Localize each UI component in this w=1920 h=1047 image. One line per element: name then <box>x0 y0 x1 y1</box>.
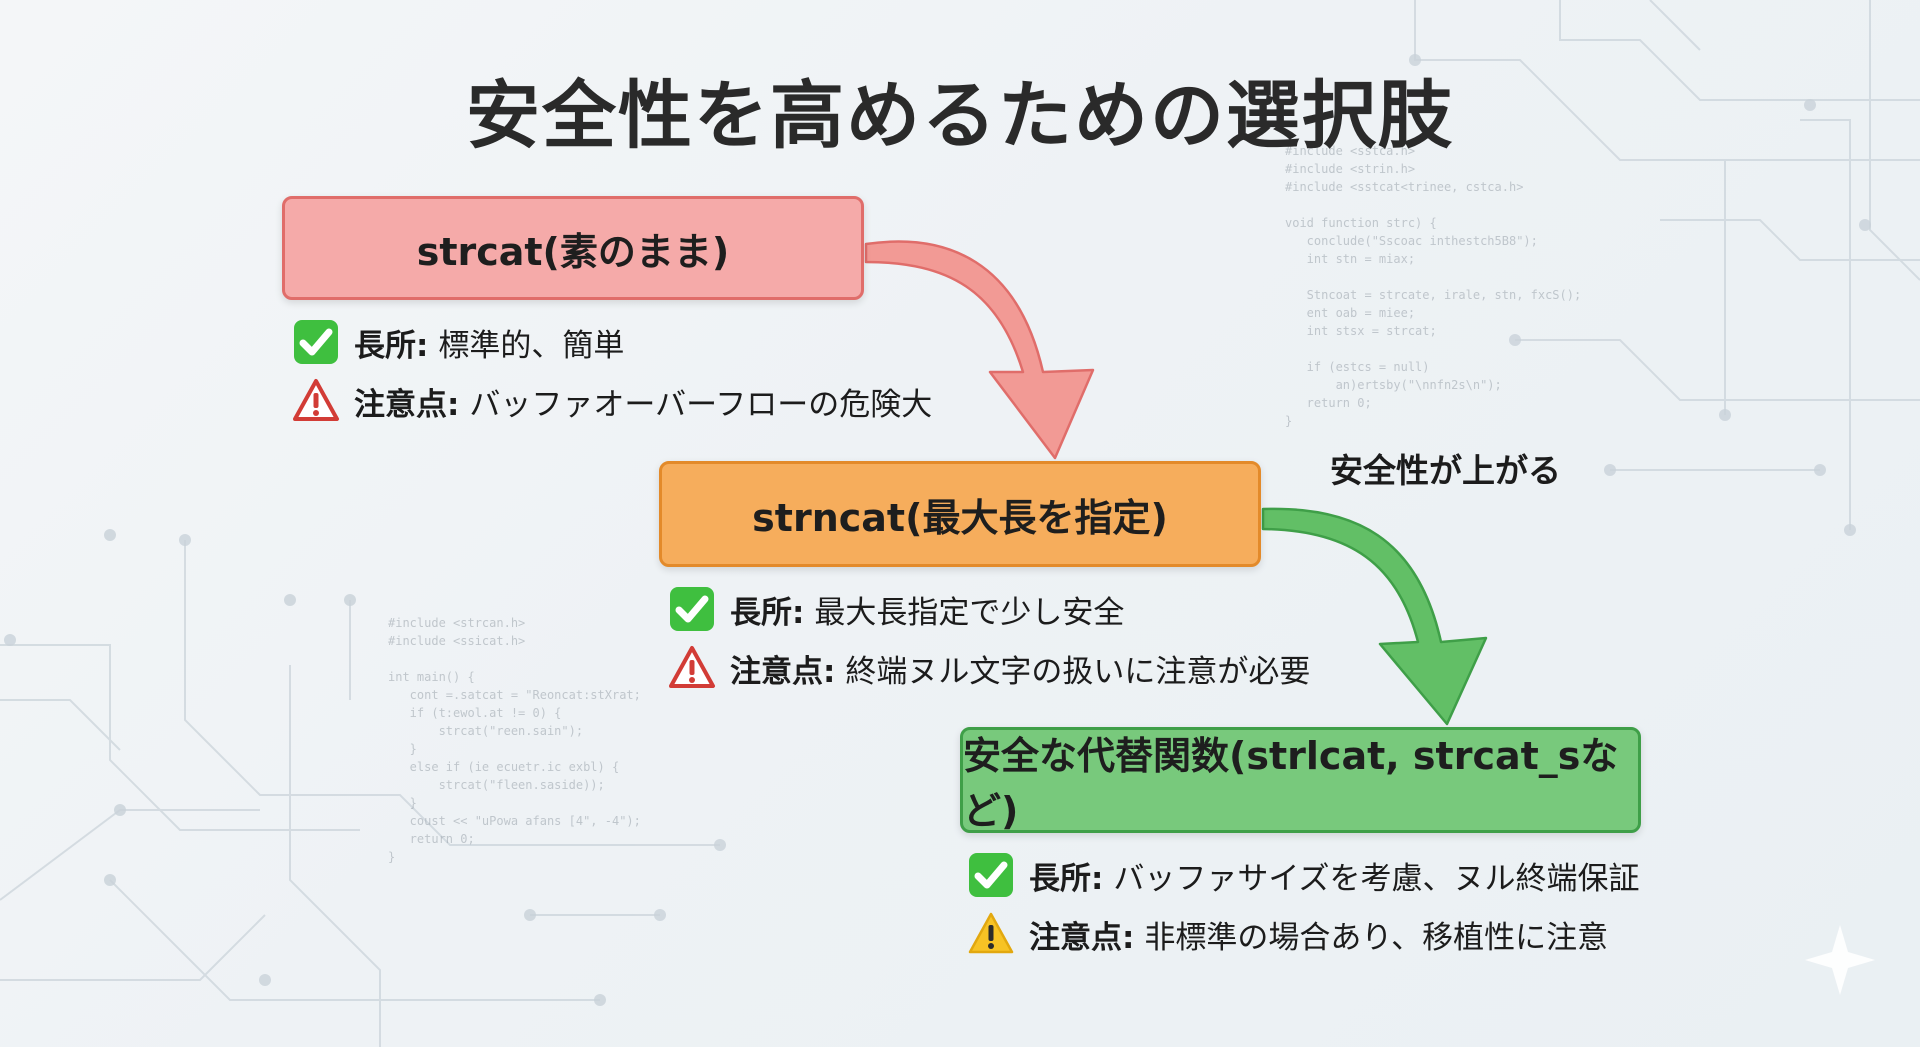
strncat-pros: 長所: 最大長指定で少し安全 <box>668 585 1124 633</box>
pros-label: 長所: <box>354 327 429 364</box>
cons-label: 注意点: <box>354 386 460 423</box>
cons-label: 注意点: <box>1029 919 1135 956</box>
strcat-pros: 長所: 標準的、簡単 <box>292 318 624 366</box>
check-icon <box>670 587 714 631</box>
arrow-red-to-orange <box>864 240 1095 460</box>
strcat-cons: 注意点: バッファオーバーフローの危険大 <box>292 377 932 425</box>
safe-alternatives-pros: 長所: バッファサイズを考慮、ヌル終端保証 <box>967 851 1639 899</box>
pros-label: 長所: <box>1029 860 1104 897</box>
cons-text: 非標準の場合あり、移植性に注意 <box>1144 919 1609 956</box>
red-warning-triangle-icon <box>669 646 715 688</box>
pros-text: 標準的、簡単 <box>438 327 625 364</box>
strncat-cons: 注意点: 終端ヌル文字の扱いに注意が必要 <box>668 644 1310 692</box>
page-title: 安全性を高めるための選択肢 <box>466 73 1454 159</box>
background-code-snippet-bottom: #include <strcan.h> #include <ssicat.h> … <box>388 616 641 864</box>
pros-text: バッファサイズを考慮、ヌル終端保証 <box>1113 860 1640 897</box>
arrow-orange-to-green <box>1261 507 1488 726</box>
pros-label: 長所: <box>730 594 805 631</box>
red-warning-triangle-icon <box>293 379 339 421</box>
cons-text: バッファオーバーフローの危険大 <box>469 386 933 423</box>
strncat-box: strncat(最大長を指定) <box>659 461 1261 567</box>
safety-increase-label: 安全性が上がる <box>1330 451 1561 490</box>
background-code-snippet-top: #include <sstca.h> #include <strin.h> #i… <box>1285 144 1582 428</box>
check-icon <box>969 853 1013 897</box>
pros-text: 最大長指定で少し安全 <box>814 594 1125 631</box>
cons-text: 終端ヌル文字の扱いに注意が必要 <box>845 653 1311 690</box>
safe-alternatives-box: 安全な代替関数(strlcat, strcat_sなど) <box>960 727 1641 833</box>
yellow-warning-icon <box>968 912 1014 954</box>
strcat-box: strcat(素のまま) <box>282 196 864 300</box>
cons-label: 注意点: <box>730 653 836 690</box>
safe-alternatives-cons: 注意点: 非標準の場合あり、移植性に注意 <box>967 910 1608 958</box>
check-icon <box>294 320 338 364</box>
